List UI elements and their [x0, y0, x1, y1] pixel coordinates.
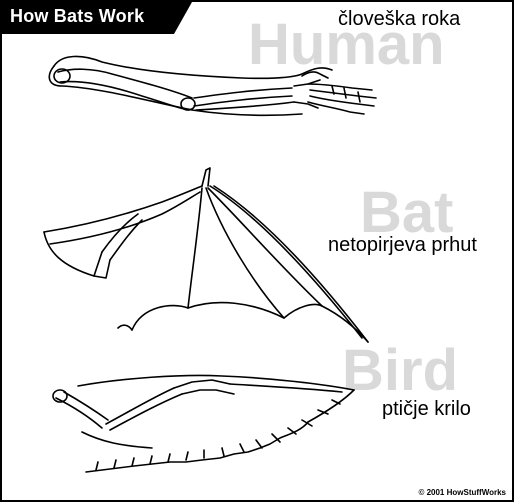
- label-bat-wing: netopirjeva prhut: [328, 234, 477, 257]
- copyright-text: © 2001 HowStuffWorks: [418, 488, 506, 497]
- label-bird-wing: ptičje krilo: [382, 398, 471, 421]
- label-human-arm: človeška roka: [338, 8, 460, 31]
